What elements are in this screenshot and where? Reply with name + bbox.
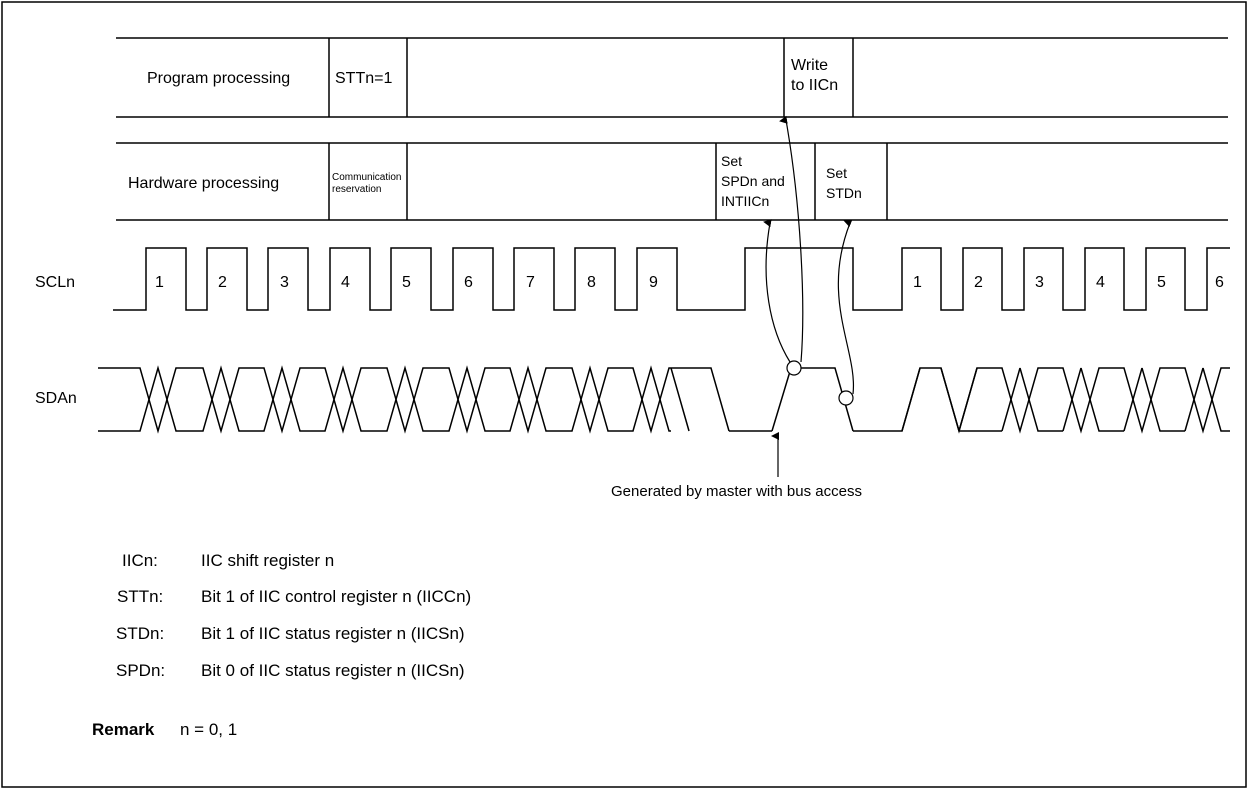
scl-pulse-number: 4 (341, 274, 350, 291)
program-processing-label: Program processing (147, 70, 290, 87)
cell-set-spd-line1: Set (721, 153, 742, 169)
scl-pulse-number: 1 (913, 274, 922, 291)
stop-condition-marker (786, 360, 802, 376)
cell-stt-set: STTn=1 (335, 70, 392, 87)
cell-write-line2: to IICn (791, 77, 838, 94)
scl-pulse-number: 9 (649, 274, 658, 291)
scl-pulse-number: 3 (280, 274, 289, 291)
hardware-processing-label: Hardware processing (128, 175, 279, 192)
legend-term: SPDn: (116, 661, 165, 680)
legend-description: Bit 0 of IIC status register n (IICSn) (201, 661, 465, 680)
legend-term: STTn: (117, 587, 163, 606)
legend: IICn: IIC shift register n STTn: Bit 1 o… (116, 551, 471, 680)
scl-pulse-numbers-after: 1 2 3 4 5 6 (913, 274, 1224, 291)
arrow-to-write-iicn (779, 115, 804, 363)
scl-pulse-number: 3 (1035, 274, 1044, 291)
scl-pulse-numbers-before: 1 2 3 4 5 6 7 8 9 (155, 274, 658, 291)
cell-communication: Communication (332, 172, 401, 183)
legend-description: IIC shift register n (201, 551, 334, 570)
legend-description: Bit 1 of IIC status register n (IICSn) (201, 624, 465, 643)
scl-pulse-number: 5 (1157, 274, 1166, 291)
scl-pulse-number: 2 (218, 274, 227, 291)
remark-text: n = 0, 1 (180, 720, 237, 739)
arrow-to-set-spdn (763, 219, 791, 363)
remark-label: Remark (92, 720, 155, 739)
scl-waveform (113, 247, 1230, 311)
start-condition-marker (838, 390, 854, 406)
program-processing-row: Program processing STTn=1 Write to IICn (116, 37, 1228, 118)
scl-pulse-number: 5 (402, 274, 411, 291)
scl-pulse-number: 8 (587, 274, 596, 291)
cell-write-line1: Write (791, 57, 828, 74)
scl-pulse-number: 7 (526, 274, 535, 291)
cell-set-std-line1: Set (826, 165, 847, 181)
cell-set-std-line2: STDn (826, 185, 862, 201)
sda-signal-label: SDAn (35, 390, 77, 407)
sda-waveform-high (98, 367, 1230, 434)
cell-reservation: reservation (332, 184, 381, 195)
cell-set-spd-line2: SPDn and (721, 173, 785, 189)
legend-term: IICn: (122, 551, 158, 570)
legend-description: Bit 1 of IIC control register n (IICCn) (201, 587, 471, 606)
scl-pulse-number: 6 (464, 274, 473, 291)
legend-term: STDn: (116, 624, 164, 643)
sda-crossing-lines (958, 367, 1204, 432)
master-generated-annotation: Generated by master with bus access (611, 483, 862, 500)
scl-pulse-number: 4 (1096, 274, 1105, 291)
sda-waveform-low (98, 365, 1230, 432)
scl-signal-label: SCLn (35, 274, 75, 291)
hardware-processing-row: Hardware processing Communication reserv… (116, 142, 1228, 221)
cell-set-spd-line3: INTIICn (721, 193, 769, 209)
arrow-to-set-stdn (837, 219, 855, 395)
scl-pulse-number: 6 (1215, 274, 1224, 291)
scl-pulse-number: 1 (155, 274, 164, 291)
scl-pulse-number: 2 (974, 274, 983, 291)
